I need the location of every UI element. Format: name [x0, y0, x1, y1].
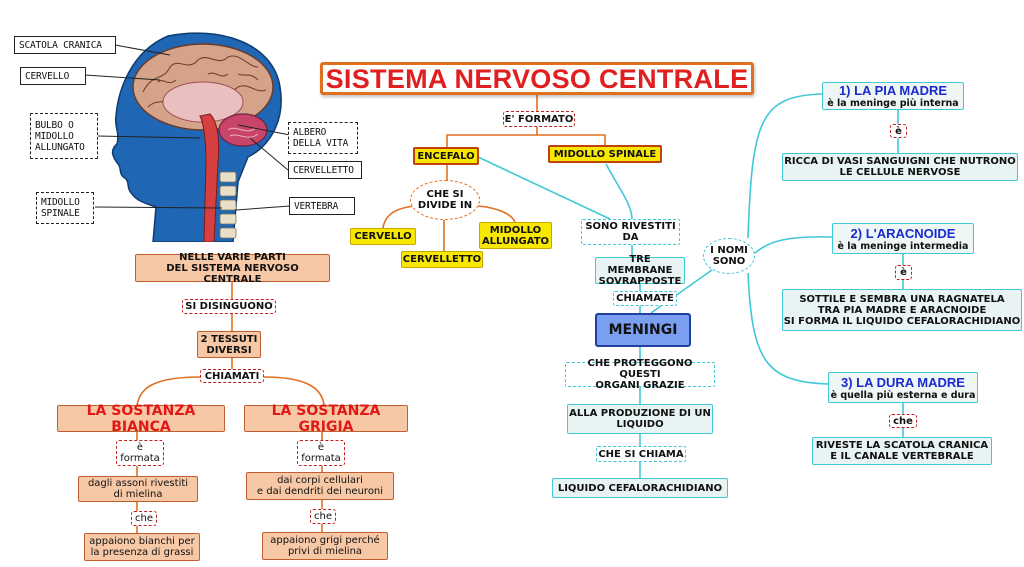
node-pia-madre: 1) LA PIA MADRE è la meninge più interna: [822, 82, 964, 110]
node-appaiono-grigi: appaiono grigi perché privi di mielina: [262, 532, 388, 560]
node-che-bianca: che: [131, 511, 157, 526]
node-dura-desc: RIVESTE LA SCATOLA CRANICA E IL CANALE V…: [812, 437, 992, 465]
node-che-proteggono: CHE PROTEGGONO QUESTI ORGANI GRAZIE: [565, 358, 715, 391]
dura-madre-subtitle: è quella più esterna e dura: [830, 389, 976, 401]
node-liquido-cefalorachidiano: LIQUIDO CEFALORACHIDIANO: [552, 478, 728, 498]
node-chiamate: CHIAMATE: [613, 291, 677, 306]
node-cervelletto: CERVELLETTO: [401, 251, 483, 268]
node-dura-che: che: [889, 414, 917, 428]
node-aracnoide-e: è: [895, 265, 912, 280]
node-midollo-spinale: MIDOLLO SPINALE: [548, 145, 662, 163]
node-midollo-allungato: MIDOLLO ALLUNGATO: [479, 222, 552, 249]
label-albero-della-vita: ALBERO DELLA VITA: [288, 122, 358, 154]
node-sostanza-bianca: LA SOSTANZA BIANCA: [57, 403, 225, 435]
node-chiamati: CHIAMATI: [200, 369, 264, 383]
node-che-si-divide: CHE SI DIVIDE IN: [410, 180, 480, 220]
node-dura-madre: 3) LA DURA MADRE è quella più esterna e …: [828, 372, 978, 403]
dura-madre-title: 3) LA DURA MADRE: [841, 374, 965, 390]
pia-madre-title: 1) LA PIA MADRE: [838, 83, 948, 98]
node-pia-e: è: [890, 124, 907, 138]
node-i-nomi-sono: I NOMI SONO: [703, 238, 755, 274]
node-pia-desc: RICCA DI VASI SANGUIGNI CHE NUTRONO LE C…: [782, 153, 1018, 181]
node-alla-produzione: ALLA PRODUZIONE DI UN LIQUIDO: [567, 404, 713, 434]
node-assoni: dagli assoni rivestiti di mielina: [78, 476, 198, 502]
node-e-formata-grigia: è formata: [297, 440, 345, 466]
label-scatola-cranica: SCATOLA CRANICA: [14, 36, 116, 54]
label-midollo-spinale: MIDOLLO SPINALE: [36, 192, 94, 224]
label-cervello: CERVELLO: [20, 67, 86, 85]
aracnoide-subtitle: è la meninge intermedia: [837, 240, 969, 252]
node-che-grigia: che: [310, 509, 336, 524]
label-cervelletto: CERVELLETTO: [288, 161, 362, 179]
node-aracnoide: 2) L'ARACNOIDE è la meninge intermedia: [832, 223, 974, 254]
node-encefalo: ENCEFALO: [413, 147, 479, 165]
label-vertebra: VERTEBRA: [289, 197, 355, 215]
node-2-tessuti: 2 TESSUTI DIVERSI: [197, 331, 261, 358]
node-sostanza-grigia: LA SOSTANZA GRIGIA: [244, 403, 408, 435]
node-appaiono-bianchi: appaiono bianchi per la presenza di gras…: [84, 533, 200, 561]
node-e-formata-bianca: è formata: [116, 440, 164, 466]
page-title: SISTEMA NERVOSO CENTRALE: [320, 62, 754, 95]
node-corpi-cellulari: dai corpi cellulari e dai dendriti dei n…: [246, 472, 394, 500]
label-bulbo: BULBO O MIDOLLO ALLUNGATO: [30, 113, 98, 159]
node-che-si-chiama: CHE SI CHIAMA: [596, 446, 686, 462]
node-cervello: CERVELLO: [350, 228, 416, 245]
node-aracnoide-desc: SOTTILE E SEMBRA UNA RAGNATELA TRA PIA M…: [782, 289, 1022, 331]
node-nelle-varie-parti: NELLE VARIE PARTI DEL SISTEMA NERVOSO CE…: [135, 252, 330, 285]
aracnoide-title: 2) L'ARACNOIDE: [850, 225, 956, 241]
node-e-formato: E' FORMATO: [503, 111, 575, 127]
node-tre-membrane: TRE MEMBRANE SOVRAPPOSTE: [595, 254, 685, 287]
node-sono-rivestiti: SONO RIVESTITI DA: [581, 219, 680, 245]
node-si-disinguono: SI DISINGUONO: [182, 299, 276, 314]
pia-madre-subtitle: è la meninge più interna: [827, 98, 959, 109]
node-meningi: MENINGI: [595, 313, 691, 347]
